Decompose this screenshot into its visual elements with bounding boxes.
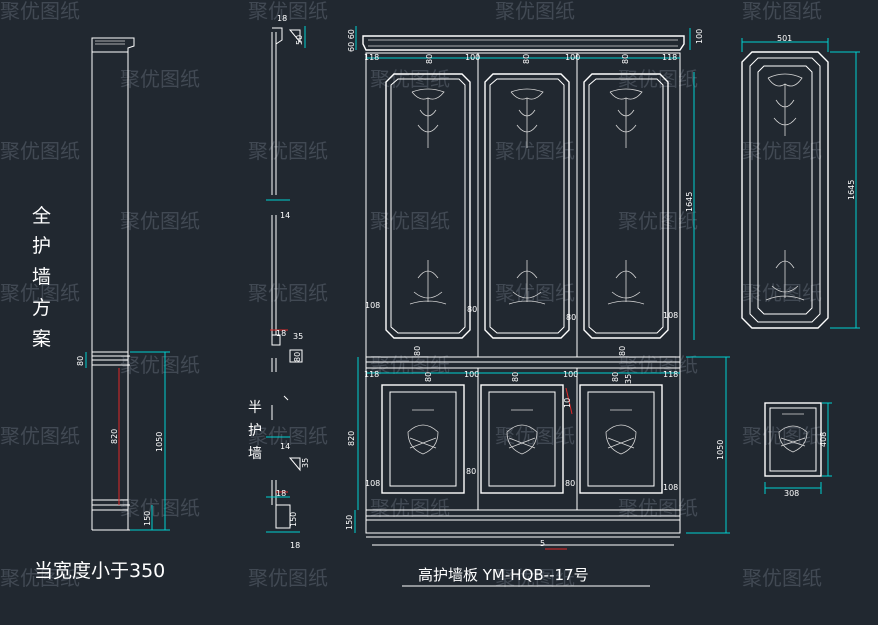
svg-text:100: 100 [565, 53, 580, 62]
svg-text:118: 118 [662, 53, 677, 62]
width-note: 当宽度小于350 [34, 560, 165, 582]
svg-text:聚优图纸: 聚优图纸 [248, 424, 328, 448]
half-wall-section: 18 50 14 18 35 80 14 35 18 150 18 [266, 14, 310, 550]
svg-text:308: 308 [784, 489, 799, 498]
svg-text:108: 108 [365, 301, 380, 310]
svg-text:10: 10 [563, 398, 572, 408]
half-wall-title: 半 护 墙 [248, 400, 262, 462]
svg-text:80: 80 [424, 372, 433, 382]
svg-text:聚优图纸: 聚优图纸 [742, 281, 822, 305]
svg-text:聚优图纸: 聚优图纸 [0, 281, 80, 305]
svg-text:80: 80 [565, 479, 575, 488]
svg-text:聚优图纸: 聚优图纸 [0, 0, 80, 23]
svg-text:聚优图纸: 聚优图纸 [120, 67, 200, 91]
svg-text:聚优图纸: 聚优图纸 [495, 0, 575, 23]
svg-text:501: 501 [777, 34, 792, 43]
svg-text:墙: 墙 [248, 446, 262, 462]
svg-text:108: 108 [663, 311, 678, 320]
svg-text:100: 100 [695, 29, 704, 44]
svg-text:聚优图纸: 聚优图纸 [248, 281, 328, 305]
svg-text:半: 半 [248, 400, 262, 416]
svg-text:80: 80 [522, 54, 531, 64]
svg-text:35: 35 [624, 374, 633, 384]
svg-text:80: 80 [621, 54, 630, 64]
elevation-caption: 高护墙板 YM-HQB--17号 [402, 566, 650, 587]
svg-text:35: 35 [293, 332, 303, 341]
svg-text:80: 80 [467, 305, 477, 314]
svg-text:1645: 1645 [847, 180, 856, 200]
svg-text:80: 80 [413, 346, 422, 356]
svg-text:18: 18 [276, 329, 286, 338]
svg-text:14: 14 [280, 442, 290, 451]
svg-text:聚优图纸: 聚优图纸 [248, 139, 328, 163]
svg-text:60 60: 60 60 [347, 29, 356, 52]
svg-text:聚优图纸: 聚优图纸 [495, 424, 575, 448]
full-wall-section: 80 820 1050 150 [76, 37, 170, 531]
svg-text:聚优图纸: 聚优图纸 [742, 424, 822, 448]
svg-text:80: 80 [618, 346, 627, 356]
svg-text:18: 18 [290, 541, 300, 550]
svg-text:聚优图纸: 聚优图纸 [120, 353, 200, 377]
svg-text:全: 全 [32, 205, 51, 227]
svg-text:118: 118 [364, 370, 379, 379]
svg-text:聚优图纸: 聚优图纸 [742, 566, 822, 590]
svg-text:100: 100 [465, 53, 480, 62]
tall-panel-detail: 501 1645 [741, 34, 860, 329]
svg-text:聚优图纸: 聚优图纸 [495, 281, 575, 305]
svg-text:聚优图纸: 聚优图纸 [0, 139, 80, 163]
full-wall-title: 全 护 墙 方 案 [32, 205, 51, 350]
svg-text:1050: 1050 [716, 440, 725, 460]
svg-text:护: 护 [248, 423, 262, 439]
svg-text:50: 50 [295, 35, 304, 45]
svg-text:100: 100 [563, 370, 578, 379]
svg-text:150: 150 [289, 512, 298, 527]
svg-text:80: 80 [76, 356, 85, 366]
svg-text:聚优图纸: 聚优图纸 [0, 424, 80, 448]
svg-text:5: 5 [540, 539, 545, 548]
svg-text:案: 案 [32, 328, 51, 350]
svg-text:聚优图纸: 聚优图纸 [248, 566, 328, 590]
svg-text:108: 108 [663, 483, 678, 492]
svg-text:100: 100 [464, 370, 479, 379]
svg-text:1050: 1050 [155, 432, 164, 452]
svg-text:80: 80 [611, 372, 620, 382]
svg-text:聚优图纸: 聚优图纸 [618, 209, 698, 233]
svg-text:150: 150 [345, 515, 354, 530]
svg-text:108: 108 [365, 479, 380, 488]
svg-text:118: 118 [663, 370, 678, 379]
small-panel-detail: 408 308 [764, 402, 832, 498]
svg-text:80: 80 [293, 352, 302, 362]
svg-text:聚优图纸: 聚优图纸 [120, 496, 200, 520]
svg-text:聚优图纸: 聚优图纸 [742, 139, 822, 163]
elevation-view: 60 60 100 118 118 80 100 80 100 80 1645 … [345, 26, 730, 550]
svg-text:聚优图纸: 聚优图纸 [495, 139, 575, 163]
svg-text:聚优图纸: 聚优图纸 [120, 209, 200, 233]
watermark-layer: 聚优图纸 聚优图纸 聚优图纸 聚优图纸 聚优图纸 聚优图纸 聚优图纸 聚优图纸 … [0, 0, 822, 590]
svg-text:118: 118 [364, 53, 379, 62]
svg-text:聚优图纸: 聚优图纸 [742, 0, 822, 23]
svg-text:150: 150 [143, 511, 152, 526]
svg-text:80: 80 [425, 54, 434, 64]
svg-text:80: 80 [566, 313, 576, 322]
svg-text:18: 18 [277, 14, 287, 23]
svg-text:820: 820 [110, 429, 119, 444]
svg-text:80: 80 [466, 467, 476, 476]
svg-text:高护墙板 YM-HQB--17号: 高护墙板 YM-HQB--17号 [418, 566, 589, 584]
svg-text:80: 80 [511, 372, 520, 382]
svg-text:聚优图纸: 聚优图纸 [248, 0, 328, 23]
svg-text:墙: 墙 [32, 266, 51, 288]
svg-text:聚优图纸: 聚优图纸 [0, 566, 80, 590]
svg-text:聚优图纸: 聚优图纸 [370, 209, 450, 233]
svg-text:820: 820 [347, 431, 356, 446]
svg-text:14: 14 [280, 211, 290, 220]
svg-text:18: 18 [276, 489, 286, 498]
svg-text:35: 35 [301, 458, 310, 468]
svg-text:护: 护 [32, 235, 51, 257]
svg-text:1645: 1645 [685, 192, 694, 212]
svg-text:408: 408 [819, 432, 828, 447]
svg-text:方: 方 [32, 297, 51, 319]
